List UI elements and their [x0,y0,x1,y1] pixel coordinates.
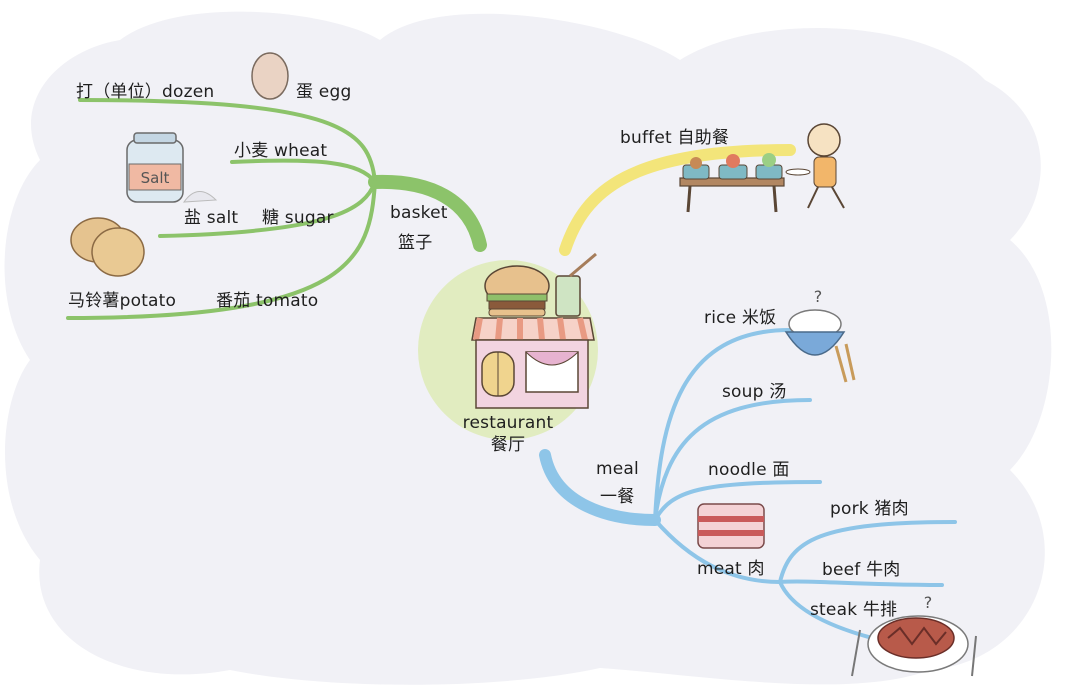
egg-icon [251,52,289,100]
label-tomato: 番茄 tomato [216,291,319,311]
label-meal-zh: 一餐 [600,487,635,507]
branch-line-salt-sugar [158,180,377,238]
label-steak: steak 牛排 [810,600,898,620]
label-basket-en: basket [390,203,448,223]
center-label-en: restaurant [462,413,554,433]
branch-line-rice [653,328,792,522]
label-salt: 盐 salt [184,208,239,228]
svg-text:?: ? [924,593,933,612]
buffet-branch [559,144,796,256]
label-meat: meat 肉 [697,559,765,579]
meal-branch [539,328,957,642]
label-egg: 蛋 egg [296,82,352,102]
label-sugar: 糖 sugar [262,208,334,228]
label-buffet: buffet 自助餐 [620,128,730,148]
branch-line-dozen-egg [78,98,377,184]
basket-branch [66,98,487,320]
branch-line-noodle [653,480,822,522]
svg-text:?: ? [814,287,823,306]
label-basket-zh: 篮子 [398,233,433,253]
branch-line-potato-tomato [66,180,377,320]
label-beef: beef 牛肉 [822,560,901,580]
salt-jar-icon: Salt [126,132,218,203]
label-potato: 马铃薯potato [68,291,177,311]
potato-icon [70,217,145,277]
branch-line-meat [653,518,782,584]
steak-plate-icon: ? [851,593,977,677]
meal-branch-trunk [539,449,661,526]
label-wheat: 小麦 wheat [234,141,328,161]
meat-icon [697,503,765,549]
salt-jar-text: Salt [141,169,170,187]
label-rice: rice 米饭 [704,308,777,328]
branch-line-steak [778,580,882,642]
branch-line-pork [778,520,957,584]
branch-line-soup [653,398,812,522]
label-soup: soup 汤 [722,382,787,402]
label-noodle: noodle 面 [708,460,790,480]
center-label-zh: 餐厅 [490,435,526,455]
rice-bowl-icon: ? [784,287,856,383]
basket-branch-trunk [368,174,487,252]
buffet-icon [679,123,845,213]
label-meal-en: meal [596,459,639,479]
branch-line-beef [778,579,944,587]
branch-line-wheat [230,158,377,184]
restaurant-icon [471,252,597,409]
label-dozen: 打（单位）dozen [76,82,215,102]
label-pork: pork 猪肉 [830,499,909,519]
